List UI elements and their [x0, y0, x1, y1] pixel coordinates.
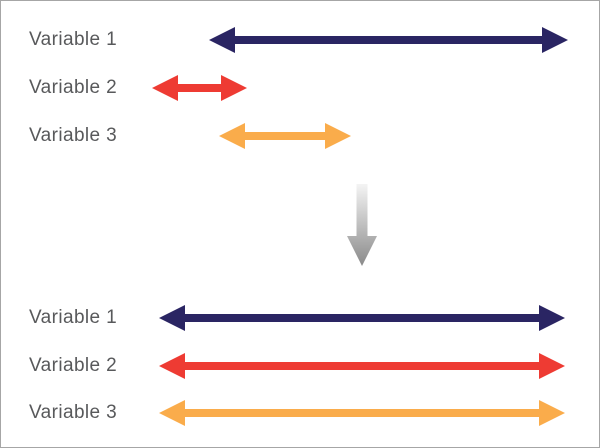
top-variable-2-range-arrow: [152, 75, 247, 101]
double-arrow-shape: [159, 353, 565, 379]
bottom-variable-3-label: Variable 3: [29, 402, 118, 423]
top-variable-1-range-arrow: [209, 27, 568, 53]
down-arrow-shape: [347, 184, 377, 266]
transform-down-arrow: [347, 184, 377, 266]
bottom-variable-1-label: Variable 1: [29, 307, 118, 328]
double-arrow-shape: [219, 123, 351, 149]
bottom-variable-2-label: Variable 2: [29, 355, 118, 376]
double-arrow-shape: [152, 75, 247, 101]
top-variable-3-label: Variable 3: [29, 125, 118, 146]
bottom-variable-1-range-arrow: [159, 305, 565, 331]
top-variable-2-label: Variable 2: [29, 77, 118, 98]
double-arrow-shape: [159, 305, 565, 331]
double-arrow-shape: [209, 27, 568, 53]
top-variable-3-range-arrow: [219, 123, 351, 149]
bottom-variable-3-range-arrow: [159, 400, 565, 426]
double-arrow-shape: [159, 400, 565, 426]
top-variable-1-label: Variable 1: [29, 29, 118, 50]
bottom-variable-2-range-arrow: [159, 353, 565, 379]
